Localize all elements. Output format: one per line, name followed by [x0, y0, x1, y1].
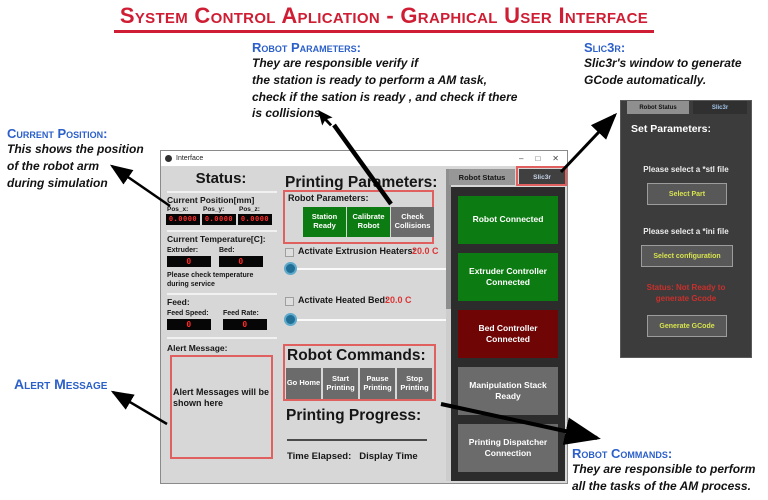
- alert-message-box: Alert Messages will be shown here: [173, 387, 270, 409]
- ini-prompt: Please select a *ini file: [643, 227, 729, 236]
- window-titlebar: Interface – □ ✕: [161, 151, 567, 167]
- feed-rate-display: 0: [223, 319, 267, 330]
- set-parameters-heading: Set Parameters:: [631, 123, 711, 135]
- robot-commands-buttons: Go Home Start Printing Pause Printing St…: [286, 368, 432, 399]
- scrollbar-thumb[interactable]: [446, 169, 451, 309]
- station-ready-button[interactable]: Station Ready: [303, 207, 346, 237]
- app-icon: [165, 155, 172, 162]
- heated-bed-label: Activate Heated Bed:: [298, 295, 389, 305]
- annotation-robot-commands-heading: Robot Commands:: [572, 446, 673, 461]
- start-printing-button[interactable]: Start Printing: [323, 368, 358, 399]
- heated-bed-slider-knob[interactable]: [284, 313, 297, 326]
- annotation-alert-message-heading: Alert Message: [14, 376, 108, 392]
- pos-z-label: Pos_z:: [239, 206, 260, 213]
- feed-label: Feed:: [167, 297, 190, 307]
- status-heading: Status:: [195, 170, 247, 187]
- progress-divider: [287, 439, 427, 441]
- annotation-robot-parameters: Robot Parameters: They are responsible v…: [252, 40, 587, 122]
- temperature-label: Current Temperature[C]:: [167, 234, 266, 244]
- divider: [167, 337, 277, 339]
- annotation-robot-parameters-body: They are responsible verify if the stati…: [252, 56, 518, 121]
- heated-bed-slider[interactable]: [287, 319, 447, 321]
- annotation-current-position-heading: Current Position:: [7, 126, 108, 141]
- page-title-wrap: System Control Aplication - Graphical Us…: [0, 3, 768, 33]
- bed-controller-indicator[interactable]: Bed Controller Connected: [458, 310, 558, 358]
- check-collisions-button[interactable]: Check Collisions: [391, 207, 434, 237]
- robot-connected-indicator[interactable]: Robot Connected: [458, 196, 558, 244]
- stl-prompt: Please select a *stl file: [643, 165, 729, 174]
- extrusion-temp-value: 20.0 C: [412, 246, 439, 256]
- robot-parameters-buttons: Station Ready Calibrate Robot Check Coll…: [303, 207, 434, 237]
- printing-parameters-heading: Printing Parameters:: [285, 174, 438, 191]
- slic3r-window: Robot Status Slic3r Set Parameters: Plea…: [620, 100, 752, 358]
- extrusion-slider[interactable]: [287, 268, 447, 270]
- extrusion-heaters-label: Activate Extrusion Heaters:: [298, 246, 416, 256]
- divider: [167, 293, 277, 295]
- arrow-slic3r: [559, 112, 618, 174]
- page-title: System Control Aplication - Graphical Us…: [113, 3, 655, 33]
- window-title: Interface: [176, 155, 204, 162]
- arrow-alert-message: [110, 390, 168, 426]
- robot-status-panel: Robot Connected Extruder Controller Conn…: [451, 187, 565, 481]
- interface-window: Interface – □ ✕ Status: Current Position…: [160, 150, 568, 484]
- pos-y-display: 0.0000: [202, 214, 236, 225]
- select-configuration-button[interactable]: Select configuration: [641, 245, 733, 267]
- slic3r-tab-robot-status[interactable]: Robot Status: [627, 101, 689, 114]
- extruder-controller-indicator[interactable]: Extruder Controller Connected: [458, 253, 558, 301]
- tab-robot-status[interactable]: Robot Status: [449, 169, 515, 185]
- annotation-slic3r-heading: Slic3r:: [584, 40, 626, 55]
- temperature-note: Please check temperature during service: [167, 272, 254, 289]
- close-icon[interactable]: ✕: [552, 154, 559, 163]
- slic3r-tab-slic3r[interactable]: Slic3r: [693, 101, 747, 114]
- time-elapsed-value: Display Time: [359, 451, 418, 462]
- time-elapsed-row: Time Elapsed: Display Time: [287, 451, 418, 462]
- tab-slic3r[interactable]: Slic3r: [519, 169, 565, 185]
- heated-bed-temp-value: 20.0 C: [385, 295, 412, 305]
- annotation-alert-message: Alert Message: [14, 376, 107, 392]
- pause-printing-button[interactable]: Pause Printing: [360, 368, 395, 399]
- printing-dispatcher-indicator[interactable]: Printing Dispatcher Connection: [458, 424, 558, 472]
- feed-speed-label: Feed Speed:: [167, 310, 209, 317]
- current-position-label: Current Position[mm]: [167, 195, 255, 205]
- annotation-slic3r-body: Slic3r's window to generate GCode automa…: [584, 56, 742, 87]
- manipulation-stack-indicator[interactable]: Manipulation Stack Ready: [458, 367, 558, 415]
- maximize-icon[interactable]: □: [535, 154, 541, 163]
- printing-progress-heading: Printing Progress:: [286, 407, 422, 424]
- minimize-icon[interactable]: –: [519, 154, 524, 163]
- pos-x-label: Pos_x:: [167, 206, 189, 213]
- feed-rate-label: Feed Rate:: [223, 310, 259, 317]
- robot-commands-heading: Robot Commands:: [287, 347, 426, 364]
- bed-label: Bed:: [219, 247, 235, 254]
- heated-bed-checkbox[interactable]: [285, 297, 294, 306]
- pos-z-display: 0.0000: [238, 214, 272, 225]
- annotation-current-position-body: This shows the position of the robot arm…: [7, 142, 144, 190]
- annotation-slic3r: Slic3r: Slic3r's window to generate GCod…: [584, 40, 764, 89]
- stop-printing-button[interactable]: Stop Printing: [397, 368, 432, 399]
- annotation-current-position: Current Position: This shows the positio…: [7, 126, 162, 191]
- pos-y-label: Pos_y:: [203, 206, 225, 213]
- calibrate-robot-button[interactable]: Calibrate Robot: [347, 207, 390, 237]
- feed-speed-display: 0: [167, 319, 211, 330]
- time-elapsed-label: Time Elapsed:: [287, 451, 352, 462]
- robot-parameters-label: Robot Parameters:: [288, 193, 369, 203]
- divider: [167, 191, 277, 193]
- select-part-button[interactable]: Select Part: [647, 183, 727, 205]
- go-home-button[interactable]: Go Home: [286, 368, 321, 399]
- extrusion-heaters-checkbox[interactable]: [285, 248, 294, 257]
- annotation-robot-commands: Robot Commands: They are responsible to …: [572, 446, 768, 495]
- divider: [167, 230, 277, 232]
- generate-gcode-button[interactable]: Generate GCode: [647, 315, 727, 337]
- pos-x-display: 0.0000: [166, 214, 200, 225]
- annotation-robot-parameters-heading: Robot Parameters:: [252, 40, 361, 55]
- extrusion-slider-knob[interactable]: [284, 262, 297, 275]
- slic3r-status-text: Status: Not Ready to generate Gcode: [646, 283, 726, 303]
- extruder-label: Extruder:: [167, 247, 199, 254]
- scrollbar[interactable]: [446, 169, 451, 481]
- annotation-robot-commands-body: They are responsible to perform all the …: [572, 462, 756, 493]
- bed-display: 0: [219, 256, 263, 267]
- extruder-display: 0: [167, 256, 211, 267]
- alert-message-label: Alert Message:: [167, 343, 228, 353]
